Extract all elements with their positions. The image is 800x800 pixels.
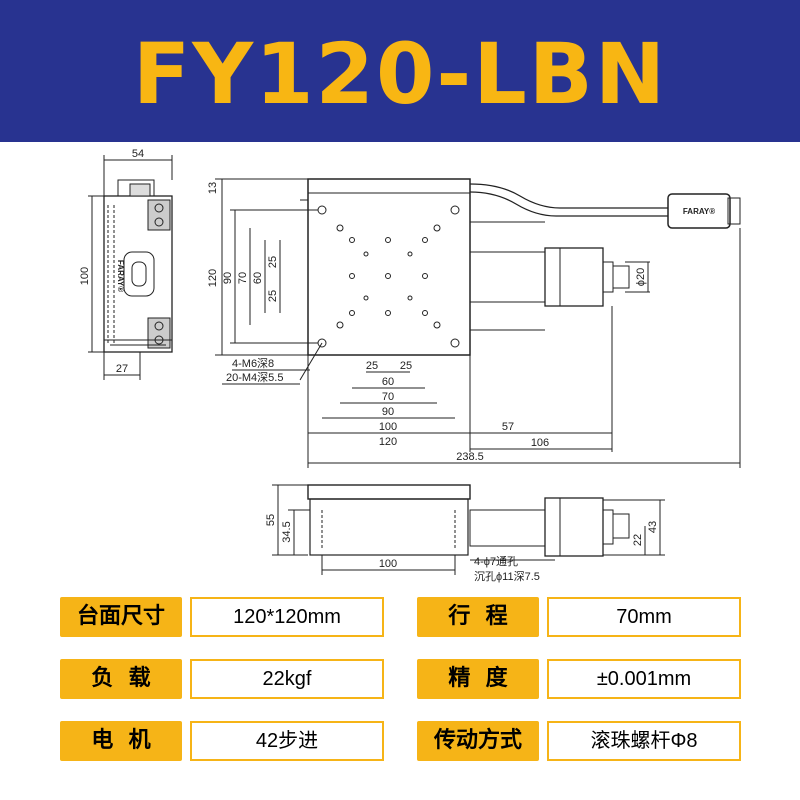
dim-b238: 238.5 bbox=[456, 451, 484, 463]
side-brand: FARAY® bbox=[116, 260, 125, 292]
spec-label-stroke: 行 程 bbox=[417, 597, 539, 637]
note-thru: 4-ϕ7通孔 bbox=[474, 555, 518, 568]
dim-b25a: 25 bbox=[366, 360, 378, 372]
spec-label-drive: 传动方式 bbox=[417, 721, 539, 761]
note-m6: 4-M6深8 bbox=[232, 357, 274, 370]
dim-side-bottom: 27 bbox=[116, 363, 128, 375]
dim-b70: 70 bbox=[382, 391, 394, 403]
dim-front-345: 34.5 bbox=[281, 521, 293, 542]
dim-side-height: 100 bbox=[79, 267, 91, 285]
dim-top-13: 13 bbox=[207, 182, 219, 194]
dim-b120: 120 bbox=[379, 436, 397, 448]
dim-h90: 90 bbox=[222, 272, 234, 284]
dim-b100: 100 bbox=[379, 421, 397, 433]
spec-label-precision: 精 度 bbox=[417, 659, 539, 699]
dim-b60: 60 bbox=[382, 376, 394, 388]
note-m4: 20-M4深5.5 bbox=[226, 371, 283, 384]
spec-value-table-size: 120*120mm bbox=[190, 597, 384, 637]
dim-front-43: 43 bbox=[647, 521, 659, 533]
spec-value-stroke: 70mm bbox=[547, 597, 741, 637]
spec-label-motor: 电 机 bbox=[60, 721, 182, 761]
dim-front-55: 55 bbox=[265, 514, 277, 526]
header-banner bbox=[0, 0, 800, 142]
front-view bbox=[272, 484, 665, 575]
dim-front-100: 100 bbox=[379, 558, 397, 570]
technical-drawing: 54 100 27 FARAY® FARAY® 13 120 90 70 60 … bbox=[79, 148, 741, 583]
dim-b25b: 25 bbox=[400, 360, 412, 372]
dim-h60: 60 bbox=[252, 272, 264, 284]
dim-side-width: 54 bbox=[132, 148, 144, 160]
spec-label-table-size: 台面尺寸 bbox=[60, 597, 182, 637]
dim-front-22: 22 bbox=[632, 534, 644, 546]
cable-brand: FARAY® bbox=[683, 207, 715, 216]
side-view bbox=[88, 155, 173, 380]
top-view bbox=[215, 178, 741, 468]
spec-value-drive: 滚珠螺杆Φ8 bbox=[547, 721, 741, 761]
note-counter: 沉孔ϕ11深7.5 bbox=[474, 570, 540, 583]
dim-h120: 120 bbox=[207, 269, 219, 287]
spec-label-load: 负 载 bbox=[60, 659, 182, 699]
spec-value-load: 22kgf bbox=[190, 659, 384, 699]
dim-h70: 70 bbox=[237, 272, 249, 284]
spec-value-motor: 42步进 bbox=[190, 721, 384, 761]
dim-b90: 90 bbox=[382, 406, 394, 418]
dim-h25b: 25 bbox=[267, 290, 279, 302]
spec-value-precision: ±0.001mm bbox=[547, 659, 741, 699]
product-title: FY120-LBN bbox=[132, 25, 668, 123]
dim-b106: 106 bbox=[531, 437, 549, 449]
dim-h25a: 25 bbox=[267, 256, 279, 268]
dim-b57: 57 bbox=[502, 421, 514, 433]
dim-phi20: ϕ20 bbox=[635, 268, 647, 286]
